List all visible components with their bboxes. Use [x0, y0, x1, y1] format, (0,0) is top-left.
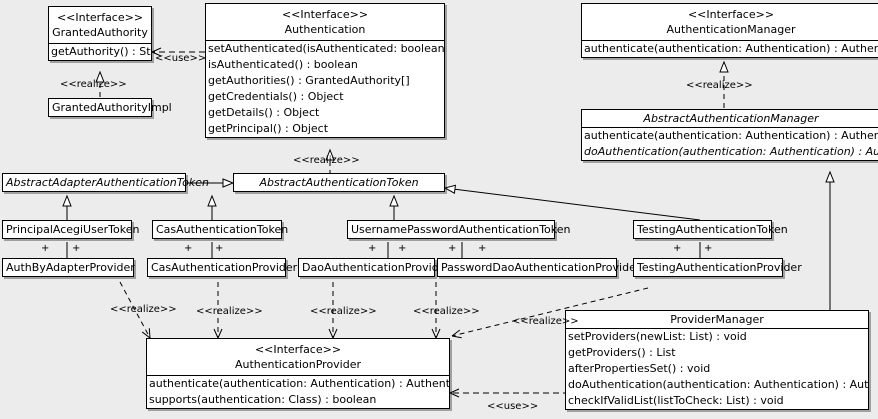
class-testing-authentication-provider[interactable]: TestingAuthenticationProvider [633, 258, 802, 277]
class-granted-authority[interactable]: <<Interface>> GrantedAuthority getAuthor… [48, 6, 152, 61]
class-name: PrincipalAcegiUserToken [6, 223, 140, 236]
visibility-marker: + [398, 243, 407, 254]
operation: authenticate(authentication: Authenticat… [584, 42, 878, 55]
operation: checkIfValidList(listToCheck: List) : vo… [568, 394, 784, 407]
operations-compartment: setAuthenticated(isAuthenticated: boolea… [206, 41, 444, 137]
class-name: Authentication [284, 23, 366, 36]
operation: getProviders() : List [568, 346, 676, 359]
class-name: GrantedAuthorityImpl [52, 101, 172, 114]
class-password-dao-authentication-provider[interactable]: PasswordDaoAuthenticationProvider [437, 258, 641, 277]
operation: doAuthentication(authentication: Authent… [568, 378, 868, 391]
operation: authenticate(authentication: Authenticat… [584, 129, 878, 142]
relationship-label-realize-cas-provider: <<realize>> [196, 306, 263, 317]
class-authentication[interactable]: <<Interface>> Authentication setAuthenti… [205, 3, 445, 138]
compartment-separator [582, 40, 878, 41]
class-granted-authority-impl[interactable]: GrantedAuthorityImpl [48, 98, 172, 117]
class-stereotype: <<Interface>> [254, 343, 342, 356]
relationship-label-realize-testing-provider: <<realize>> [512, 316, 579, 327]
visibility-marker: + [41, 243, 50, 254]
class-name: GrantedAuthority [52, 26, 148, 39]
relationship-label-realize-abstract-token: <<realize>> [293, 155, 360, 166]
visibility-marker: + [704, 243, 713, 254]
class-name: AbstractAuthenticationToken [259, 176, 419, 189]
relationship-label-use-granted-authority: <<use>> [155, 53, 207, 64]
class-abstract-adapter-authentication-token[interactable]: AbstractAdapterAuthenticationToken [2, 173, 209, 192]
operation: isAuthenticated() : boolean [208, 58, 358, 71]
visibility-marker: + [215, 243, 224, 254]
compartment-separator [582, 127, 878, 128]
class-name: AuthenticationManager [666, 23, 796, 36]
class-authentication-manager[interactable]: <<Interface>> AuthenticationManager auth… [581, 3, 878, 58]
class-stereotype: <<Interface>> [687, 8, 775, 21]
compartment-separator [206, 40, 444, 41]
relationship-label-realize-abstract-auth-manager: <<realize>> [686, 80, 753, 91]
operation: getPrincipal() : Object [208, 122, 329, 135]
visibility-marker: + [72, 243, 81, 254]
class-name: AuthByAdapterProvider [6, 261, 135, 274]
class-name: ProviderManager [670, 313, 764, 326]
class-name: AuthenticationProvider [234, 358, 362, 371]
relationship-label-realize-password-dao-provider: <<realize>> [413, 306, 480, 317]
operation: afterPropertiesSet() : void [568, 362, 711, 375]
visibility-marker: + [368, 243, 377, 254]
class-name: AbstractAuthenticationManager [643, 112, 819, 125]
visibility-marker: + [478, 243, 487, 254]
class-principal-acegi-user-token[interactable]: PrincipalAcegiUserToken [2, 220, 140, 239]
class-name: TestingAuthenticationProvider [637, 261, 802, 274]
operation: setProviders(newList: List) : void [568, 330, 747, 343]
operation: authenticate(authentication: Authenticat… [149, 377, 449, 390]
class-auth-by-adapter-provider[interactable]: AuthByAdapterProvider [2, 258, 135, 277]
class-name: UsernamePasswordAuthenticationToken [351, 223, 571, 236]
compartment-separator [566, 328, 868, 329]
relationship-label-realize-auth-by-adapter: <<realize>> [110, 304, 177, 315]
visibility-marker: + [448, 243, 457, 254]
relationship-label-use-provider-manager: <<use>> [487, 401, 539, 412]
operations-compartment: authenticate(authentication: Authenticat… [582, 41, 878, 57]
operation: supports(authentication: Class) : boolea… [149, 393, 377, 406]
class-cas-authentication-provider[interactable]: CasAuthenticationProvider [147, 258, 298, 277]
operation: getAuthority() : String [51, 45, 151, 58]
class-abstract-authentication-manager[interactable]: AbstractAuthenticationManager authentica… [581, 109, 878, 161]
class-name: PasswordDaoAuthenticationProvider [441, 261, 641, 274]
relationship-label-realize-granted-authority-impl: <<realize>> [60, 79, 127, 90]
class-provider-manager[interactable]: ProviderManager setProviders(newList: Li… [565, 310, 869, 410]
visibility-marker: + [673, 243, 682, 254]
relationship-label-realize-dao-provider: <<realize>> [310, 306, 377, 317]
class-username-password-authentication-token[interactable]: UsernamePasswordAuthenticationToken [347, 220, 571, 239]
class-name: CasAuthenticationToken [156, 223, 289, 236]
operation: getAuthorities() : GrantedAuthority[] [208, 74, 410, 87]
class-dao-authentication-provider[interactable]: DaoAuthenticationProvider [298, 258, 450, 277]
class-stereotype: <<Interface>> [281, 8, 369, 21]
operation: getDetails() : Object [208, 106, 320, 119]
class-name: DaoAuthenticationProvider [302, 261, 450, 274]
class-name: TestingAuthenticationToken [637, 223, 788, 236]
visibility-marker: + [184, 243, 193, 254]
compartment-separator [147, 375, 449, 376]
operations-compartment: getAuthority() : String [49, 44, 151, 60]
class-cas-authentication-token[interactable]: CasAuthenticationToken [152, 220, 289, 239]
compartment-separator [49, 43, 151, 44]
class-name: CasAuthenticationProvider [151, 261, 298, 274]
class-stereotype: <<Interface>> [56, 11, 144, 24]
operation: doAuthentication(authentication: Authent… [584, 145, 878, 158]
class-authentication-provider[interactable]: <<Interface>> AuthenticationProvider aut… [146, 338, 450, 409]
operations-compartment: authenticate(authentication: Authenticat… [147, 376, 449, 408]
class-testing-authentication-token[interactable]: TestingAuthenticationToken [633, 220, 788, 239]
operation: getCredentials() : Object [208, 90, 344, 103]
operation: setAuthenticated(isAuthenticated: boolea… [208, 42, 444, 55]
operations-compartment: authenticate(authentication: Authenticat… [582, 128, 878, 160]
operations-compartment: setProviders(newList: List) : void getPr… [566, 329, 868, 409]
class-name: AbstractAdapterAuthenticationToken [6, 176, 209, 189]
class-abstract-authentication-token[interactable]: AbstractAuthenticationToken [233, 173, 445, 192]
